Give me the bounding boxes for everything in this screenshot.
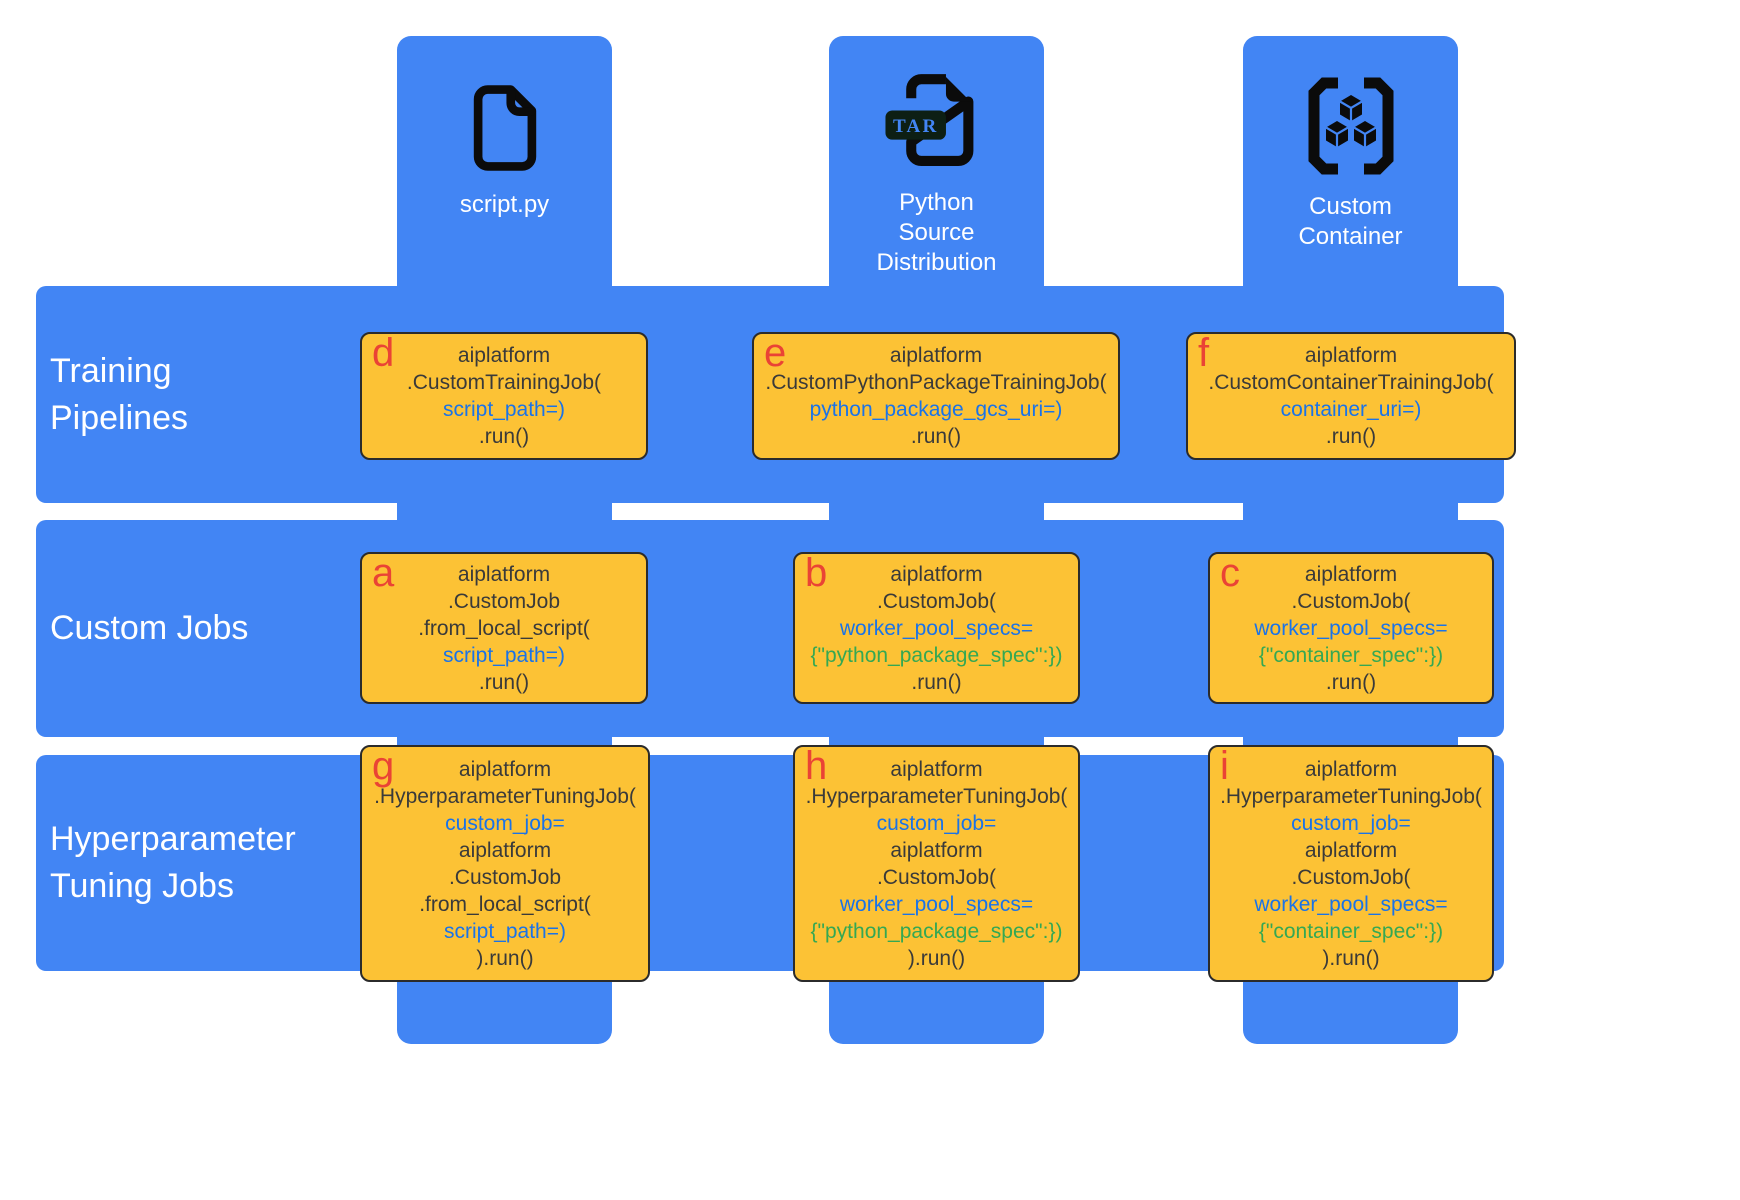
box-letter: e xyxy=(764,331,787,375)
code-line: aiplatform xyxy=(1304,562,1398,586)
code-box-i: i aiplatform .HyperparameterTuningJob( cust… xyxy=(1208,744,1494,982)
code-line: .CustomTrainingJob( xyxy=(406,371,602,394)
code-line: .from_local_script( xyxy=(418,616,590,640)
code-line: custom_job= xyxy=(1291,811,1411,835)
column-label-custom-container: Custom Container xyxy=(1298,193,1403,250)
code-box-h: h aiplatform .HyperparameterTuningJob( cust… xyxy=(793,744,1080,982)
box-letter: a xyxy=(372,551,395,595)
row-label-hyperparameter-tuning-jobs: Hyperparameter Tuning Jobs xyxy=(50,820,296,905)
code-line: .HyperparameterTuningJob( xyxy=(805,784,1068,808)
file-icon xyxy=(473,85,536,171)
column-header: TAR Python Source Distribution xyxy=(829,36,1044,278)
box-letter: h xyxy=(805,744,828,788)
code-line: .HyperparameterTuningJob( xyxy=(374,784,636,808)
code-snippet: aiplatform .CustomPythonPackageTrainingJo… xyxy=(754,342,1118,450)
code-line: python_package_gcs_uri=) xyxy=(809,398,1063,421)
code-line: aiplatform xyxy=(1304,838,1398,862)
code-line: .CustomJob( xyxy=(1291,865,1411,889)
code-line: .from_local_script( xyxy=(419,892,591,916)
box-letter: i xyxy=(1220,744,1229,788)
code-box-e: e aiplatform .CustomPythonPackageTrainingJ… xyxy=(752,331,1120,460)
code-line: ).run() xyxy=(476,946,534,970)
code-line: aiplatform xyxy=(890,838,983,862)
code-snippet: aiplatform .CustomJob .from_local_script(s… xyxy=(362,561,646,696)
code-line: aiplatform xyxy=(457,344,551,367)
code-line: aiplatform xyxy=(458,838,552,862)
code-line: .run() xyxy=(478,670,530,694)
tar-file-icon: TAR xyxy=(884,74,973,166)
code-box-b: b aiplatform .CustomJob( worker_pool_specs=… xyxy=(793,551,1080,704)
code-line: worker_pool_specs= xyxy=(1254,616,1448,640)
column-header: script.py xyxy=(397,36,612,220)
code-line: worker_pool_specs= xyxy=(1254,892,1448,916)
code-line: .run() xyxy=(1325,425,1377,448)
box-letter: g xyxy=(372,744,395,788)
code-snippet: aiplatform .HyperparameterTuningJob( custo… xyxy=(1210,756,1492,972)
code-line: {"container_spec":}) xyxy=(1258,643,1444,667)
row-label-training-pipelines: Training Pipelines xyxy=(50,351,188,437)
code-box-g: g aiplatform .HyperparameterTuningJob( cust… xyxy=(360,744,650,982)
box-letter: f xyxy=(1198,331,1210,375)
code-box-c: c aiplatform .CustomJob( worker_pool_specs=… xyxy=(1208,551,1494,704)
code-box-f: f aiplatform .CustomContainerTrainingJob( c… xyxy=(1186,331,1516,460)
code-snippet: aiplatform .CustomContainerTrainingJob( co… xyxy=(1188,342,1514,450)
code-line: aiplatform xyxy=(890,562,983,586)
code-line: .CustomJob xyxy=(448,865,562,889)
code-line: .run() xyxy=(1325,670,1377,694)
code-line: aiplatform xyxy=(890,757,983,781)
box-letter: c xyxy=(1220,551,1240,595)
code-line: aiplatform xyxy=(458,757,552,781)
code-line: .run() xyxy=(478,425,530,448)
code-line: aiplatform xyxy=(889,344,983,367)
tar-badge-label: TAR xyxy=(892,116,938,137)
code-line: aiplatform xyxy=(457,562,551,586)
code-line: {"container_spec":}) xyxy=(1258,919,1444,943)
code-line: ).run() xyxy=(907,946,966,970)
code-line: aiplatform xyxy=(1304,344,1398,367)
code-box-a: a aiplatform .CustomJob .from_local_script(… xyxy=(360,551,648,704)
container-icon xyxy=(1308,77,1393,175)
code-line: script_path=) xyxy=(443,643,565,667)
code-line: .CustomJob xyxy=(447,589,561,613)
column-label-python-source: Python Source Distribution xyxy=(876,189,997,276)
row-label-custom-jobs: Custom Jobs xyxy=(50,609,249,647)
box-letter: b xyxy=(805,551,828,595)
code-line: .CustomJob( xyxy=(876,865,997,889)
code-line: custom_job= xyxy=(876,811,997,835)
code-line: {"python_package_spec":}) xyxy=(810,919,1063,943)
code-line: .CustomPythonPackageTrainingJob( xyxy=(765,371,1107,394)
code-line: worker_pool_specs= xyxy=(839,892,1034,916)
code-line: worker_pool_specs= xyxy=(839,616,1034,640)
column-label-script-py: script.py xyxy=(459,191,550,218)
code-line: .HyperparameterTuningJob( xyxy=(1220,784,1482,808)
code-line: .run() xyxy=(911,670,962,694)
code-line: .CustomJob( xyxy=(1291,589,1411,613)
box-letter: d xyxy=(372,331,395,375)
column-header: Custom Container xyxy=(1243,36,1458,252)
code-line: script_path=) xyxy=(443,398,565,421)
code-box-d: d aiplatform .CustomTrainingJob( script_pat… xyxy=(360,331,648,460)
code-line: .CustomContainerTrainingJob( xyxy=(1208,371,1494,394)
code-snippet: aiplatform .HyperparameterTuningJob( custo… xyxy=(795,756,1078,972)
code-line: custom_job= xyxy=(445,811,565,835)
code-line: container_uri=) xyxy=(1280,398,1422,421)
code-line: aiplatform xyxy=(1304,757,1398,781)
code-line: ).run() xyxy=(1322,946,1380,970)
code-line: script_path=) xyxy=(444,919,566,943)
code-snippet: aiplatform .CustomJob( worker_pool_specs= {… xyxy=(795,561,1078,696)
code-line: .run() xyxy=(910,425,962,448)
code-snippet: aiplatform .CustomTrainingJob( script_path… xyxy=(362,342,646,450)
code-line: .CustomJob( xyxy=(876,589,997,613)
code-line: {"python_package_spec":}) xyxy=(810,643,1063,667)
code-snippet: aiplatform .HyperparameterTuningJob( custo… xyxy=(362,756,648,972)
code-snippet: aiplatform .CustomJob( worker_pool_specs= {… xyxy=(1210,561,1492,696)
